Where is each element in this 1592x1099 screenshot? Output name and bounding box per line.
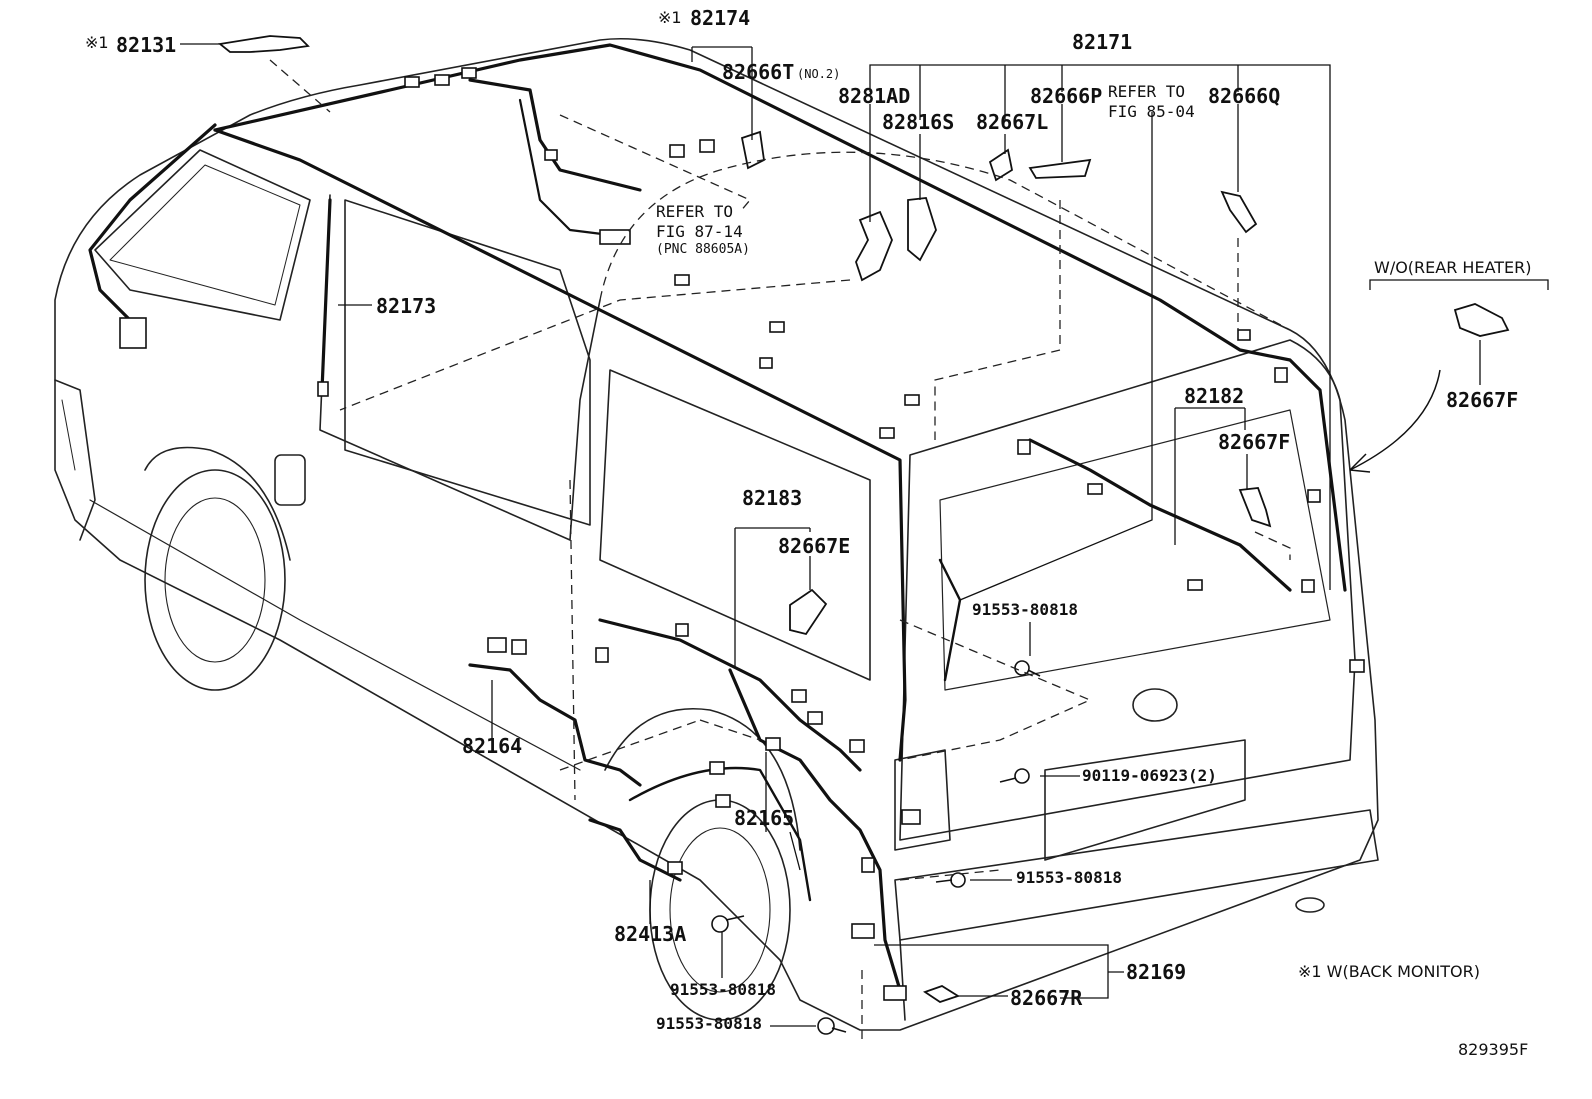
label-82182: 82182 bbox=[1184, 384, 1245, 408]
harness-82413A bbox=[588, 818, 682, 882]
label-82816S: 82816S bbox=[882, 110, 955, 134]
windshield-frame bbox=[94, 149, 311, 321]
sliding-door bbox=[319, 194, 601, 541]
part-82667L bbox=[988, 148, 1014, 182]
label-82171: 82171 bbox=[1072, 30, 1133, 54]
label-82666Q: 82666Q bbox=[1208, 84, 1281, 108]
marker-82174: ※1 bbox=[658, 8, 682, 27]
part-82667F bbox=[1238, 487, 1272, 528]
label-82667F-variant: 82667F bbox=[1446, 388, 1519, 412]
label-90119: 90119-06923(2) bbox=[1082, 766, 1217, 785]
tail-lamp bbox=[894, 749, 951, 851]
ref-line: REFER TO bbox=[656, 202, 734, 221]
van-body-outline bbox=[54, 37, 1379, 1031]
front-harness bbox=[88, 123, 217, 322]
label-82164: 82164 bbox=[462, 734, 523, 758]
bolt-91553-c bbox=[711, 915, 745, 933]
part-8281AD bbox=[855, 210, 893, 282]
label-82667E: 82667E bbox=[778, 534, 851, 558]
label-82666T: 82666T bbox=[722, 60, 795, 84]
label-82183: 82183 bbox=[742, 486, 803, 510]
side-harness-82173 bbox=[213, 128, 907, 762]
license-plate-recess bbox=[1044, 739, 1246, 861]
bolt-91553-d bbox=[817, 1017, 847, 1035]
figure-code: 829395F bbox=[1458, 1040, 1529, 1059]
part-82667E bbox=[789, 588, 828, 636]
part-82667R bbox=[923, 985, 961, 1003]
label-82173: 82173 bbox=[376, 294, 437, 318]
label-82169: 82169 bbox=[1126, 960, 1187, 984]
bolt-91553-a bbox=[1014, 660, 1041, 677]
rear-harness-82182 bbox=[1028, 438, 1292, 592]
label-82667F: 82667F bbox=[1218, 430, 1291, 454]
label-91553-b: 91553-80818 bbox=[1016, 868, 1122, 887]
refer-to-fig-87-14: REFER TO FIG 87-14 (PNC 88605A) bbox=[656, 202, 750, 258]
part-82666Q bbox=[1220, 190, 1258, 234]
part-82131 bbox=[217, 35, 310, 53]
front-wheel bbox=[144, 469, 286, 691]
front-face bbox=[54, 379, 96, 541]
roof-front-82174 bbox=[468, 78, 642, 192]
floor-harness-82164 bbox=[468, 663, 642, 787]
part-82666T bbox=[740, 130, 765, 170]
label-91553-a: 91553-80818 bbox=[972, 600, 1078, 619]
label-82666P: 82666P bbox=[1030, 84, 1103, 108]
label-82666T-note: (NO.2) bbox=[797, 67, 841, 81]
variant-label: W/O(REAR HEATER) bbox=[1374, 258, 1532, 277]
label-82174: 82174 bbox=[690, 6, 751, 30]
label-82165: 82165 bbox=[734, 806, 795, 830]
ref-line: REFER TO bbox=[1108, 82, 1186, 101]
footnote: ※1 W(BACK MONITOR) bbox=[1298, 962, 1480, 981]
rear-glass bbox=[939, 409, 1331, 691]
refer-to-fig-85-04: REFER TO FIG 85-04 bbox=[1108, 82, 1195, 122]
part-82666P bbox=[1028, 158, 1092, 179]
pillar-harness bbox=[320, 198, 332, 392]
bolt-90119 bbox=[999, 768, 1030, 784]
bolt-91553-b bbox=[935, 872, 966, 888]
marker-82131: ※1 bbox=[85, 33, 109, 52]
part-82667F-variant bbox=[1453, 303, 1510, 337]
rear-floor-82183 bbox=[598, 618, 862, 772]
ref-line: FIG 85-04 bbox=[1108, 102, 1195, 121]
label-82131: 82131 bbox=[116, 33, 177, 57]
ref-line: FIG 87-14 bbox=[656, 222, 743, 241]
label-91553-d: 91553-80818 bbox=[656, 1014, 762, 1033]
rear-emblem bbox=[1132, 688, 1178, 722]
label-82413A: 82413A bbox=[614, 922, 687, 946]
fuel-door bbox=[274, 454, 306, 506]
label-82667R: 82667R bbox=[1010, 986, 1083, 1010]
side-window bbox=[344, 199, 591, 526]
rear-side-window bbox=[599, 369, 871, 681]
label-91553-c: 91553-80818 bbox=[670, 980, 776, 999]
ref-line: (PNC 88605A) bbox=[656, 242, 750, 257]
rear-door bbox=[899, 339, 1356, 841]
label-8281AD: 8281AD bbox=[838, 84, 911, 108]
label-82667L: 82667L bbox=[976, 110, 1049, 134]
rear-bumper bbox=[894, 809, 1379, 941]
part-82816S bbox=[907, 197, 937, 262]
